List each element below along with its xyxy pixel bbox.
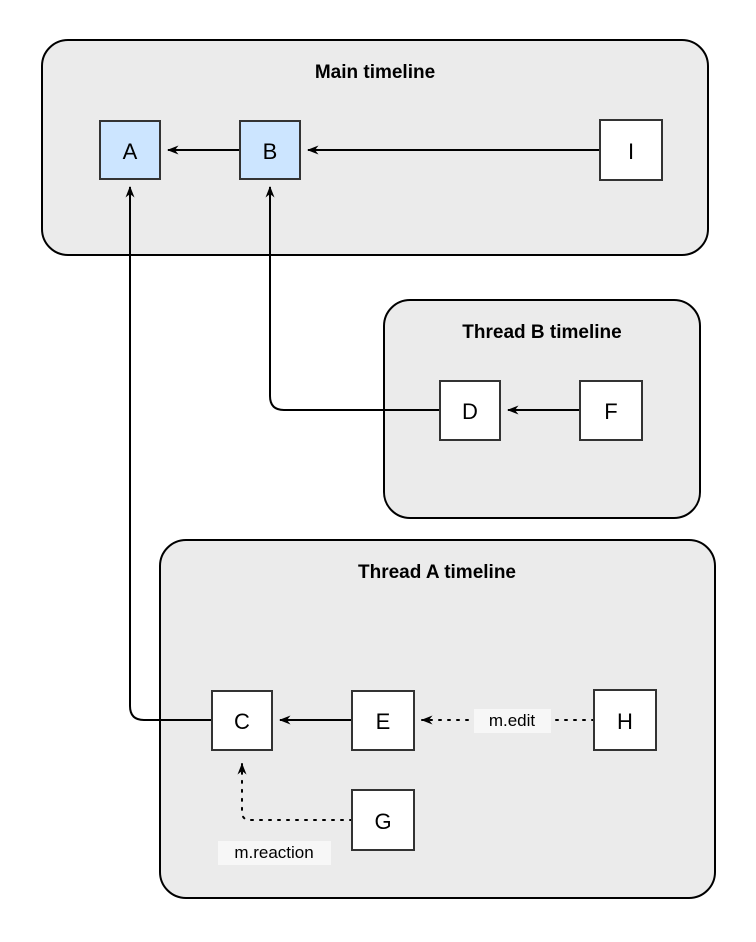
node-D[interactable]: D [439, 380, 501, 441]
node-B-box[interactable] [239, 120, 301, 180]
node-E[interactable]: E [351, 690, 415, 751]
node-B-label: B [263, 139, 278, 164]
node-F[interactable]: F [579, 380, 643, 441]
edge-label-m-edit-bg [474, 709, 551, 733]
node-C[interactable]: C [211, 690, 273, 751]
node-A-box[interactable] [99, 120, 161, 180]
edge-label-m-edit-text: m.edit [489, 711, 536, 730]
node-E-label: E [376, 709, 391, 734]
node-I-label: I [628, 139, 634, 164]
node-H[interactable]: H [593, 689, 657, 751]
node-G-label: G [374, 809, 391, 834]
group-thread-a-timeline-title: Thread A timeline [358, 562, 516, 583]
node-I-box[interactable] [599, 119, 663, 181]
node-A-label: A [123, 139, 138, 164]
node-D-box[interactable] [439, 380, 501, 441]
node-F-label: F [604, 399, 617, 424]
edge-c-to-a [125, 186, 212, 721]
edge-g-to-c [237, 763, 353, 821]
node-C-label: C [234, 709, 250, 734]
edge-d-to-b [265, 186, 440, 411]
node-E-box[interactable] [351, 690, 415, 751]
group-main-timeline-title: Main timeline [315, 62, 435, 83]
edge-label-m-reaction-bg [218, 841, 331, 865]
node-F-box[interactable] [579, 380, 643, 441]
node-D-label: D [462, 399, 478, 424]
node-G-box[interactable] [351, 789, 415, 851]
node-C-box[interactable] [211, 690, 273, 751]
edge-label-m-edit: m.edit [474, 709, 551, 733]
node-H-label: H [617, 709, 633, 734]
edge-label-m-reaction: m.reaction [218, 841, 331, 865]
node-A[interactable]: A [99, 120, 161, 180]
node-I[interactable]: I [599, 119, 663, 181]
edge-label-m-reaction-text: m.reaction [234, 843, 313, 862]
node-H-box[interactable] [593, 689, 657, 751]
group-thread-b-timeline-title: Thread B timeline [462, 322, 621, 343]
group-main-timeline-box [41, 39, 709, 256]
node-B[interactable]: B [239, 120, 301, 180]
group-main-timeline: Main timeline [41, 39, 709, 256]
node-G[interactable]: G [351, 789, 415, 851]
